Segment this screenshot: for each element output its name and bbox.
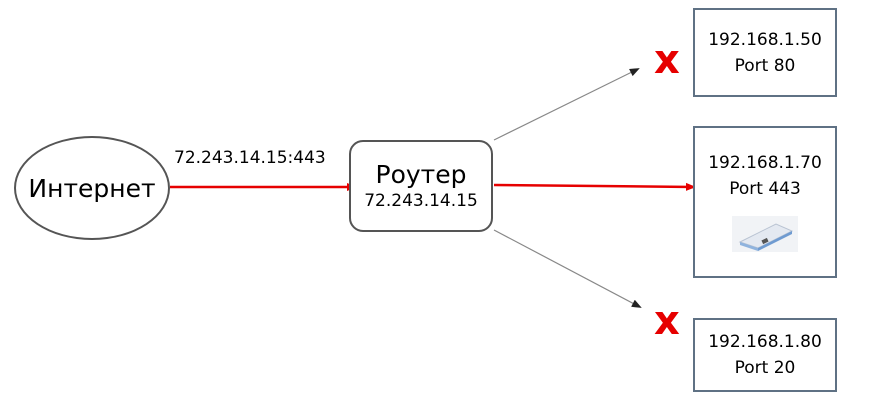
- router-to-host-20-arrow: [493, 229, 642, 308]
- router-label: Роутер: [375, 160, 467, 189]
- router-ip: 72.243.14.15: [364, 191, 478, 211]
- server-device-icon: [732, 216, 798, 252]
- router-to-host-80-arrow: [493, 68, 640, 141]
- host-port: Port 443: [729, 179, 801, 199]
- router-to-host-443-arrow: [493, 182, 696, 191]
- host-node-20: 192.168.1.80 Port 20: [693, 318, 837, 392]
- host-node-80: 192.168.1.50 Port 80: [693, 8, 837, 97]
- host-port: Port 20: [734, 358, 796, 378]
- internet-node: Интернет: [14, 136, 170, 240]
- host-node-443: 192.168.1.70 Port 443: [693, 126, 837, 278]
- blocked-x-icon: x: [654, 37, 680, 83]
- host-ip: 192.168.1.70: [708, 153, 822, 173]
- host-port: Port 80: [734, 55, 796, 76]
- inbound-address-label: 72.243.14.15:443: [174, 148, 326, 168]
- host-ip: 192.168.1.50: [708, 29, 822, 50]
- router-node: Роутер 72.243.14.15: [349, 140, 493, 232]
- internet-label: Интернет: [28, 173, 156, 203]
- host-ip: 192.168.1.80: [708, 332, 822, 352]
- blocked-x-icon: x: [654, 298, 680, 344]
